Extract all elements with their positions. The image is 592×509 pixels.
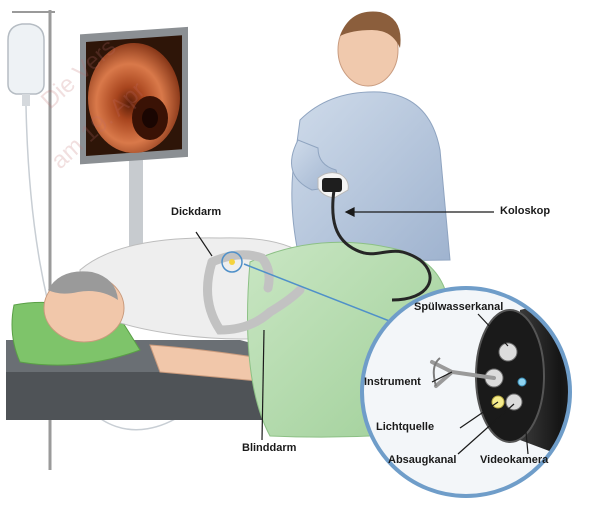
label-koloskop: Koloskop — [500, 205, 550, 217]
label-lichtquelle: Lichtquelle — [376, 421, 434, 433]
magnifier — [362, 288, 592, 498]
label-blinddarm: Blinddarm — [242, 442, 296, 454]
label-spuelwasserkanal: Spülwasserkanal — [414, 301, 503, 313]
label-absaugkanal: Absaugkanal — [388, 454, 456, 466]
physician — [292, 12, 450, 273]
video-camera-port — [518, 378, 526, 386]
label-videokamera: Videokamera — [480, 454, 548, 466]
label-instrument: Instrument — [364, 376, 421, 388]
label-dickdarm: Dickdarm — [171, 206, 221, 218]
suction-channel-port — [506, 394, 522, 410]
